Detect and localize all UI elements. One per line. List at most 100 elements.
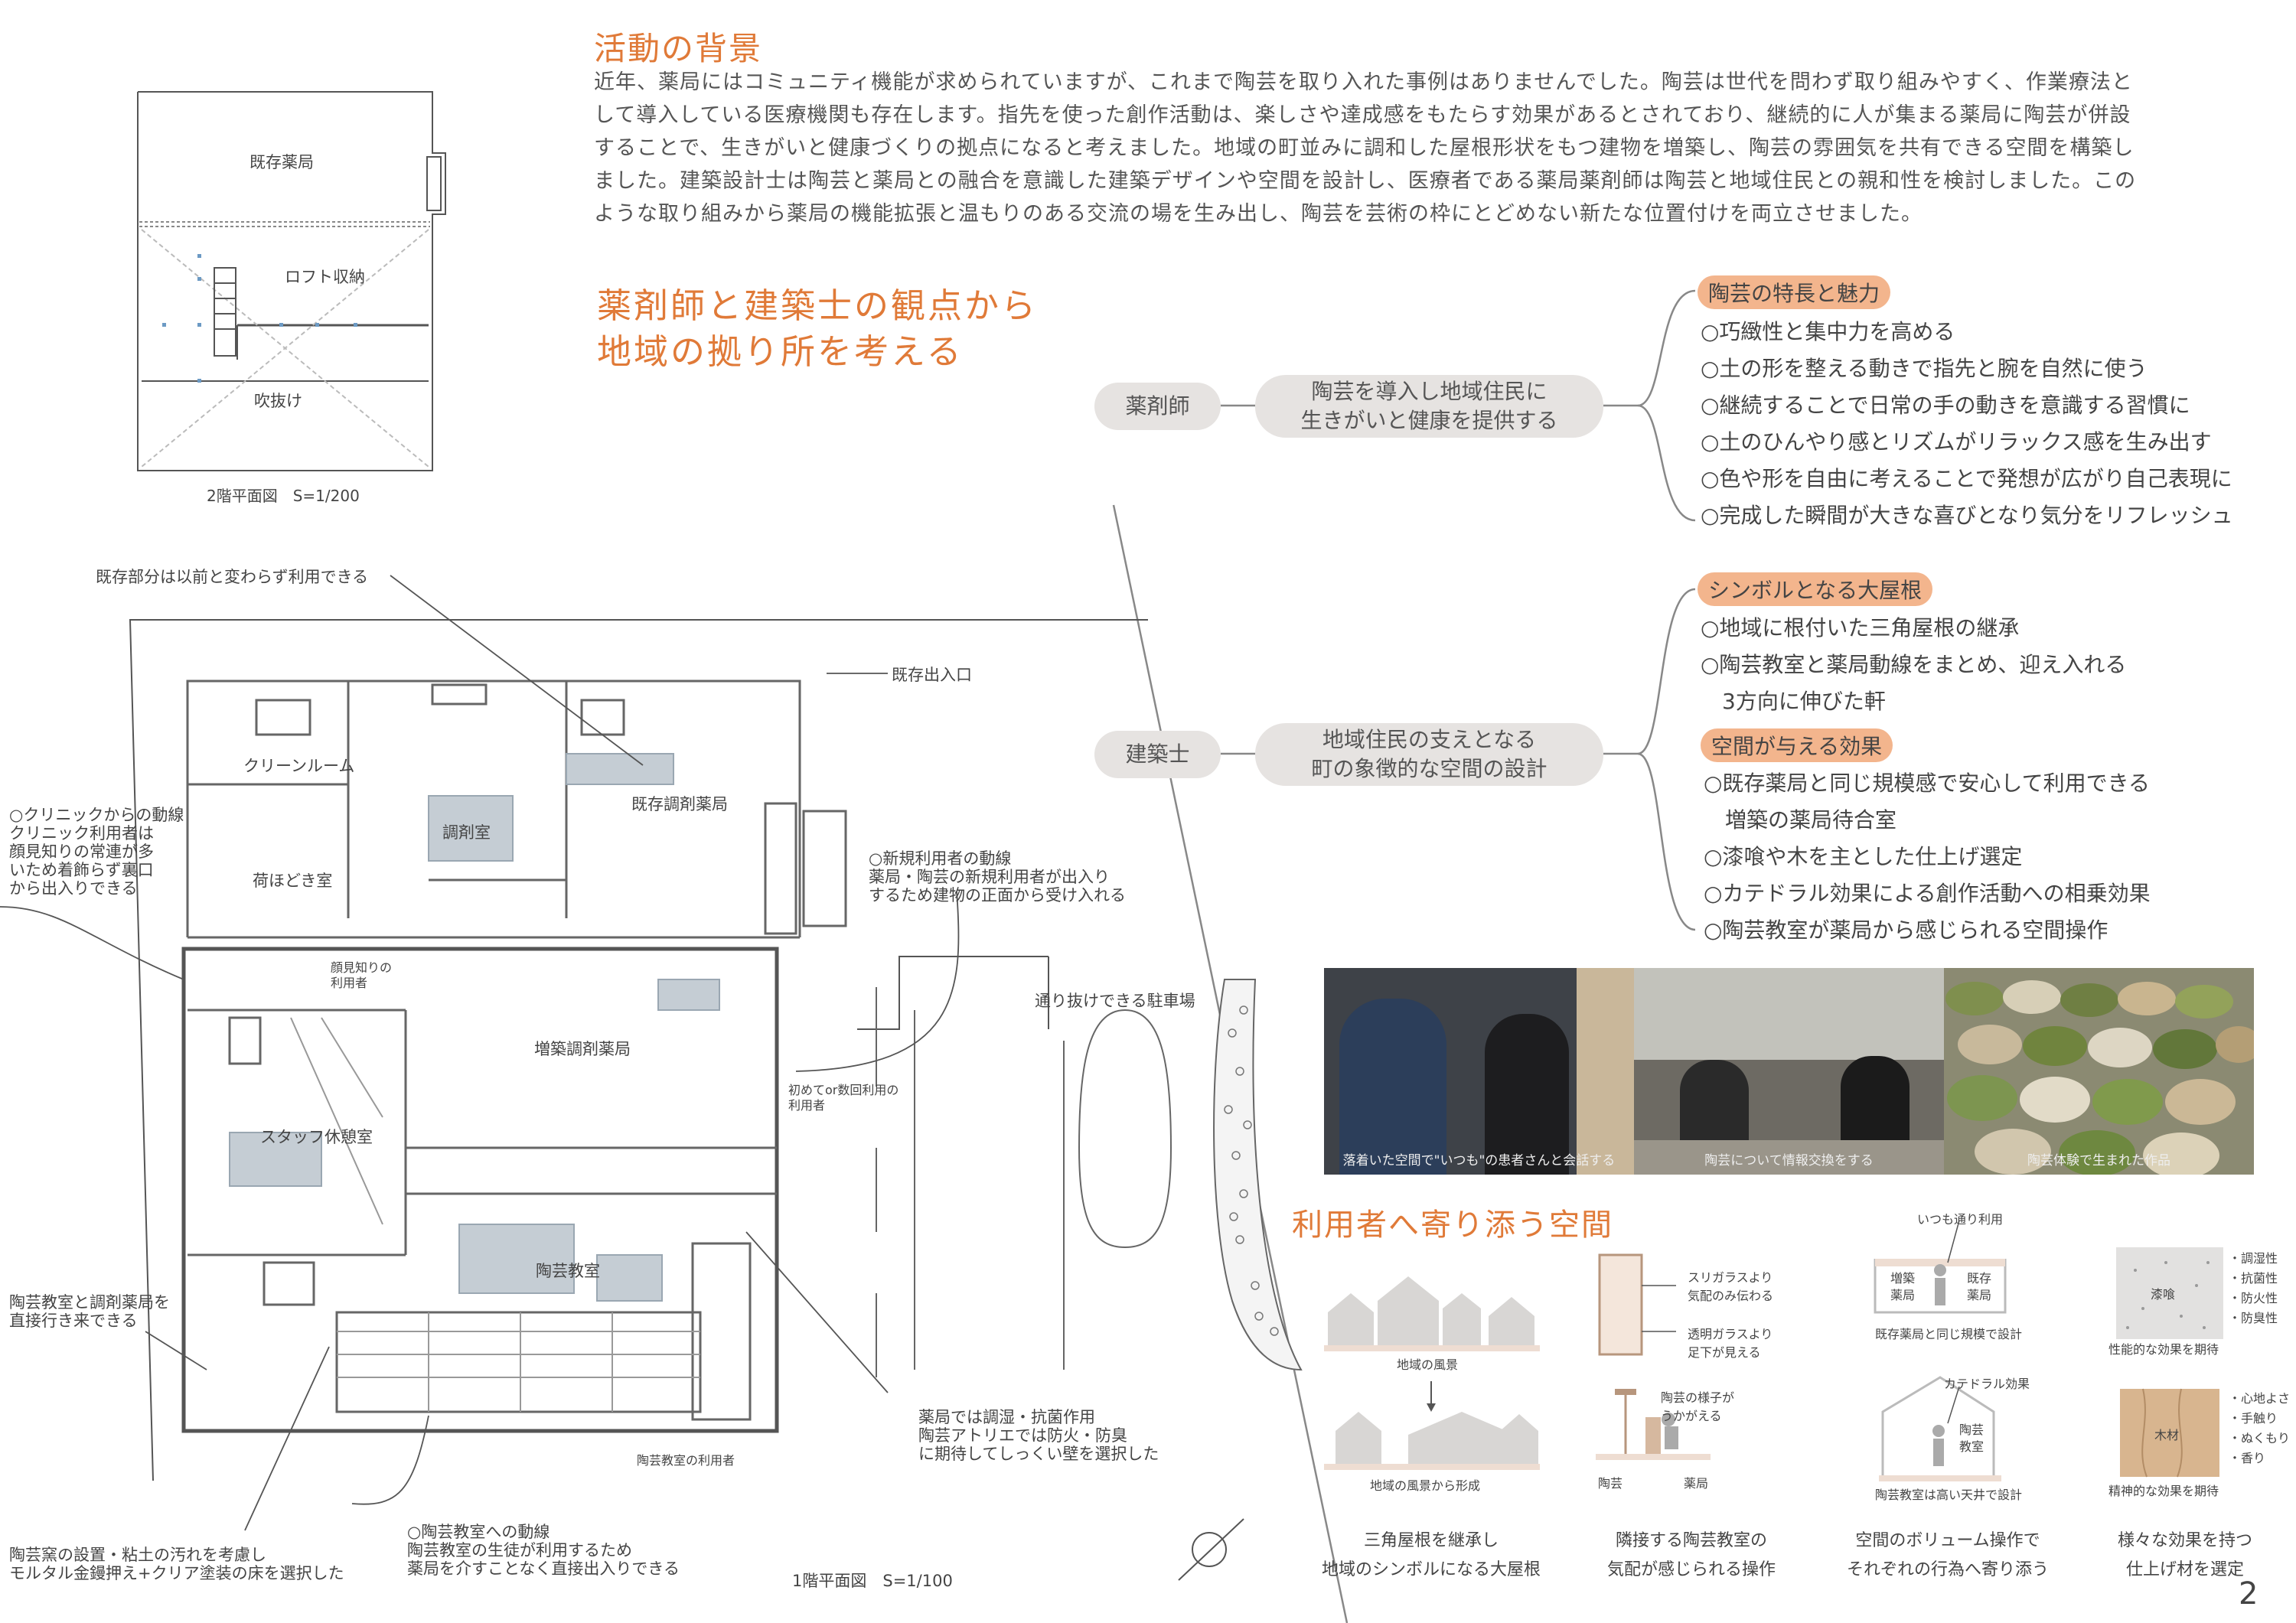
plan2-loft: ロフト収納 xyxy=(285,268,365,286)
d4-props1: ・調湿性 ・抗菌性 ・防火性 ・防臭性 xyxy=(2229,1249,2278,1328)
ann-entrance: 既存出入口 xyxy=(892,666,972,684)
caption-line: 三角屋根を継承し xyxy=(1363,1531,1499,1550)
photo-caption: 陶芸体験で生まれた作品 xyxy=(2027,1153,2170,1168)
architect-item: ○既存薬局と同じ規模感で安心して利用できる xyxy=(1704,771,2151,796)
d4-props2: ・心地よさ ・手触り ・ぬくもり ・香り xyxy=(2229,1389,2290,1468)
ann-new-user: ○新規利用者の動線 薬局・陶芸の新規利用者が出入り するため建物の正面から受け入… xyxy=(869,849,1126,904)
viewpoint-title: 薬剤師と建築士の観点から 地域の拠り所を考える xyxy=(597,283,1038,375)
pharmacist-tag: 陶芸の特長と魅力 xyxy=(1698,275,1891,309)
architect-item: ○カテドラル効果による創作活動への相乗効果 xyxy=(1704,881,2151,906)
background-line: ような取り組みから薬局の機能拡張と温もりのある交流の場を生み出し、陶芸を芸術の枠… xyxy=(594,202,1923,226)
room-staff: スタッフ休憩室 xyxy=(260,1128,373,1146)
label-line: 初めてor数回利用の xyxy=(788,1083,899,1097)
d1-caption: 三角屋根を継承し 地域のシンボルになる大屋根 xyxy=(1313,1527,1550,1585)
d3-line: 増築 xyxy=(1890,1271,1916,1286)
background-title: 活動の背景 xyxy=(594,30,763,67)
d3-label2: 陶芸教室は高い天井で設計 xyxy=(1875,1488,2023,1502)
note-line: スリガラスより xyxy=(1688,1270,1773,1285)
d4-caption: 様々な効果を持つ 仕上げ材を選定 xyxy=(2097,1527,2273,1585)
ann-line: 陶芸教室の生徒が利用するため xyxy=(407,1541,632,1559)
d1-bottom-label: 地域の風景から形成 xyxy=(1370,1478,1481,1493)
ann-line: に期待してしっくい壁を選択した xyxy=(918,1445,1159,1463)
ann-class-line: ○陶芸教室への動線 陶芸教室の生徒が利用するため 薬局を介すことなく直接出入りで… xyxy=(407,1523,680,1578)
d4-label2: 精神的な効果を期待 xyxy=(2108,1484,2219,1498)
prop: ・手触り xyxy=(2229,1411,2278,1426)
architect-item: 増築の薬局待合室 xyxy=(1725,807,1897,833)
background-line: して導入している医療機関も存在します。指先を使った創作活動は、楽しさや達成感をも… xyxy=(594,103,2131,127)
room-unpack: 荷ほどき室 xyxy=(253,872,333,890)
label-regular-user: 顔見知りの 利用者 xyxy=(331,960,392,991)
ann-line: 陶芸教室と調剤薬局を xyxy=(9,1293,170,1312)
d4-mat2: 木材 xyxy=(2154,1428,2180,1442)
d3-line: 教室 xyxy=(1959,1439,1985,1454)
viewpoint-line: 薬剤師と建築士の観点から xyxy=(597,285,1039,326)
d3-line: 既存 xyxy=(1967,1271,1992,1286)
ann-direct: 陶芸教室と調剤薬局を 直接行き来できる xyxy=(9,1293,170,1330)
caption-line: 隣接する陶芸教室の xyxy=(1615,1531,1767,1550)
ann-line: 陶芸アトリエでは防火・防臭 xyxy=(918,1426,1127,1445)
background-line: ました。建築設計士は陶芸と薬局との融合を意識した建築デザインや空間を設計し、医療… xyxy=(594,169,2137,193)
pharmacist-item: ○巧緻性と集中力を高める xyxy=(1701,319,1955,344)
caption-line: それぞれの行為へ寄り添う xyxy=(1846,1560,2049,1579)
architect-item: ○陶芸教室と薬局動線をまとめ、迎え入れる xyxy=(1701,652,2127,677)
d3-extension: 増築 薬局 xyxy=(1890,1270,1915,1304)
background-line: 近年、薬局にはコミュニティ機能が求められていますが、これまで陶芸を取り入れた事例… xyxy=(594,70,2133,94)
pharmacist-item: ○土のひんやり感とリズムがリラックス感を生み出す xyxy=(1701,429,2212,455)
prop: ・抗菌性 xyxy=(2229,1271,2278,1286)
wall-shape xyxy=(1577,968,1634,1175)
caption-line: 空間のボリューム操作で xyxy=(1855,1531,2040,1550)
d2-left: 陶芸 xyxy=(1598,1476,1623,1491)
ann-line: モルタル金鏝押え+クリア塗装の床を選択した xyxy=(9,1564,344,1582)
architect-item: ○陶芸教室が薬局から感じられる空間操作 xyxy=(1704,917,2108,943)
label-line: 利用者 xyxy=(331,976,368,990)
room-extension: 増築調剤薬局 xyxy=(534,1040,631,1058)
caption-line: 気配が感じられる操作 xyxy=(1606,1560,1776,1579)
architect-item: 3方向に伸びた軒 xyxy=(1722,689,1886,714)
background-line: することで、生きがいと健康づくりの拠点になると考えました。地域の町並みに調和した… xyxy=(594,136,2135,160)
pharmacist-list: ○巧緻性と集中力を高める ○土の形を整える動きで指先と腕を自然に使う ○継続する… xyxy=(1701,314,2233,534)
d3-line: 薬局 xyxy=(1890,1288,1916,1302)
ann-line: 直接行き来できる xyxy=(9,1312,138,1330)
d3-top: いつも通り利用 xyxy=(1917,1212,2004,1227)
label-line: 顔見知りの xyxy=(331,960,393,975)
d2-note-view: 陶芸の様子が うかがえる xyxy=(1661,1389,1734,1426)
ann-line: 薬局では調湿・抗菌作用 xyxy=(918,1408,1095,1426)
architect-goal-line: 町の象徴的な空間の設計 xyxy=(1311,756,1548,781)
ann-line: ○陶芸教室への動線 xyxy=(407,1523,550,1541)
pharmacist-item: ○完成した瞬間が大きな喜びとなり気分をリフレッシュ xyxy=(1701,503,2233,528)
note-line: 透明ガラスより xyxy=(1688,1327,1773,1341)
d4-label1: 性能的な効果を期待 xyxy=(2108,1342,2219,1357)
architect-goal-line: 地域住民の支えとなる xyxy=(1322,727,1537,752)
plan1-caption: 1階平面図 S=1/100 xyxy=(792,1572,953,1590)
pharmacist-label: 薬剤師 xyxy=(1094,383,1221,430)
caption-line: 地域のシンボルになる大屋根 xyxy=(1321,1560,1541,1579)
ann-line: 薬局・陶芸の新規利用者が出入り xyxy=(869,868,1110,886)
ann-line: するため建物の正面から受け入れる xyxy=(869,886,1126,904)
d2-note-clear: 透明ガラスより 足下が見える xyxy=(1688,1325,1773,1362)
counter-shape xyxy=(1634,1140,1944,1175)
room-existing: 既存調剤薬局 xyxy=(631,795,728,813)
note-line: 気配のみ伝わる xyxy=(1688,1289,1774,1303)
d2-caption: 隣接する陶芸教室の 気配が感じられる操作 xyxy=(1584,1527,1799,1585)
d2-note-frosted: スリガラスより 気配のみ伝わる xyxy=(1688,1269,1773,1305)
window-shape xyxy=(1634,968,1944,1060)
label-class-user: 陶芸教室の利用者 xyxy=(637,1453,735,1468)
photo-conversation: 落着いた空間で"いつも"の患者さんと会話する xyxy=(1324,968,1634,1175)
caption-line: 様々な効果を持つ xyxy=(2117,1531,2252,1550)
bowls-pattern xyxy=(1945,980,2254,1175)
d3-label1: 既存薬局と同じ規模で設計 xyxy=(1875,1327,2023,1341)
architect-list-roof: ○地域に根付いた三角屋根の継承 ○陶芸教室と薬局動線をまとめ、迎え入れる 3方向… xyxy=(1701,610,2126,720)
ann-line: 薬局を介すことなく直接出入りできる xyxy=(407,1559,680,1578)
ann-line: ○クリニックからの動線 xyxy=(9,806,184,824)
room-class: 陶芸教室 xyxy=(536,1262,600,1280)
d3-class: 陶芸 教室 xyxy=(1959,1422,1984,1455)
d3-line: 薬局 xyxy=(1967,1288,1992,1302)
ann-floor: 陶芸窯の設置・粘土の汚れを考慮し モルタル金鏝押え+クリア塗装の床を選択した xyxy=(9,1546,344,1582)
plan2-void: 吹抜け xyxy=(254,392,302,410)
d3-existing: 既存 薬局 xyxy=(1967,1270,1991,1304)
ann-line: いため着飾らず裏口 xyxy=(9,861,154,879)
pharmacist-item: ○色や形を自由に考えることで発想が広がり自己表現に xyxy=(1701,466,2232,491)
